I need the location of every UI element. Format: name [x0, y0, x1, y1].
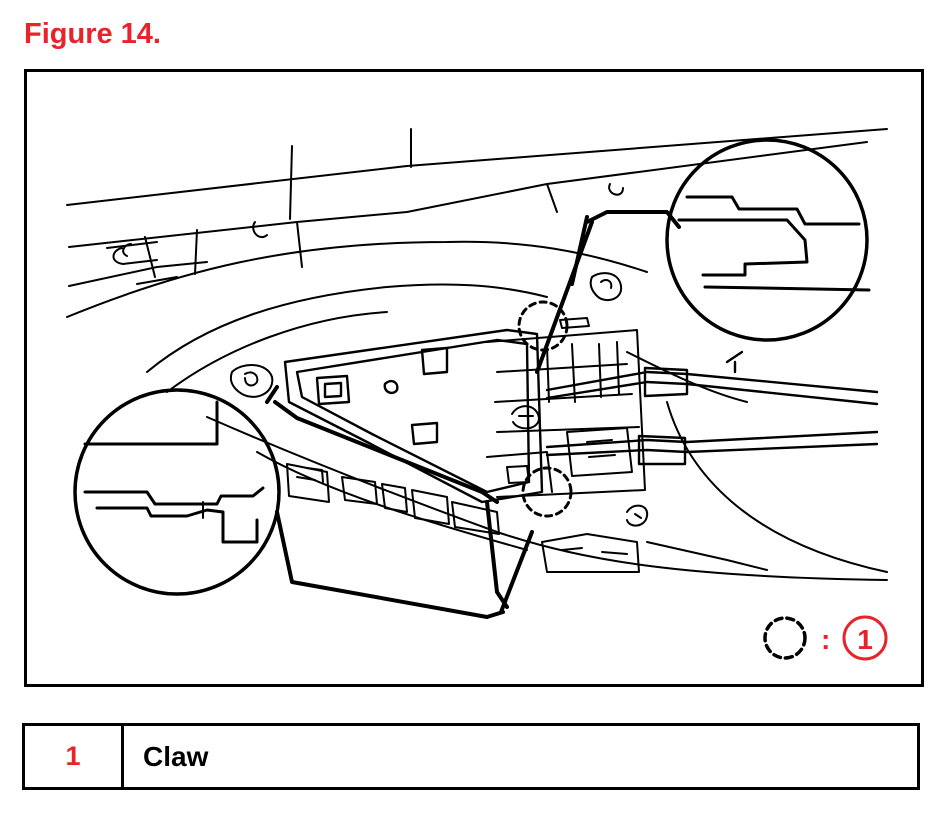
legend-number: 1 — [25, 726, 124, 787]
door-cables — [545, 350, 879, 466]
lower-components — [286, 463, 768, 573]
diagram-frame: : 1 — [24, 69, 924, 687]
inset-leader-lines — [265, 210, 681, 619]
callout-separator: : — [821, 624, 830, 655]
claw-marker-dashed — [517, 300, 573, 518]
technical-diagram: : 1 — [66, 128, 888, 661]
door-trim-curves — [66, 240, 888, 581]
callout-number: 1 — [857, 624, 873, 655]
lever-mechanism — [486, 272, 646, 498]
callout-circle — [842, 615, 888, 661]
magnified-inset-top — [665, 138, 871, 342]
handle-base-plate — [283, 328, 544, 504]
upper-panel-lines — [66, 128, 888, 287]
legend-label: Claw — [143, 740, 209, 772]
legend-table: 1 Claw — [22, 723, 920, 790]
magnified-inset-bottom — [73, 388, 281, 596]
figure-title: Figure 14. — [24, 18, 161, 50]
dashed-circle-icon — [763, 616, 807, 660]
